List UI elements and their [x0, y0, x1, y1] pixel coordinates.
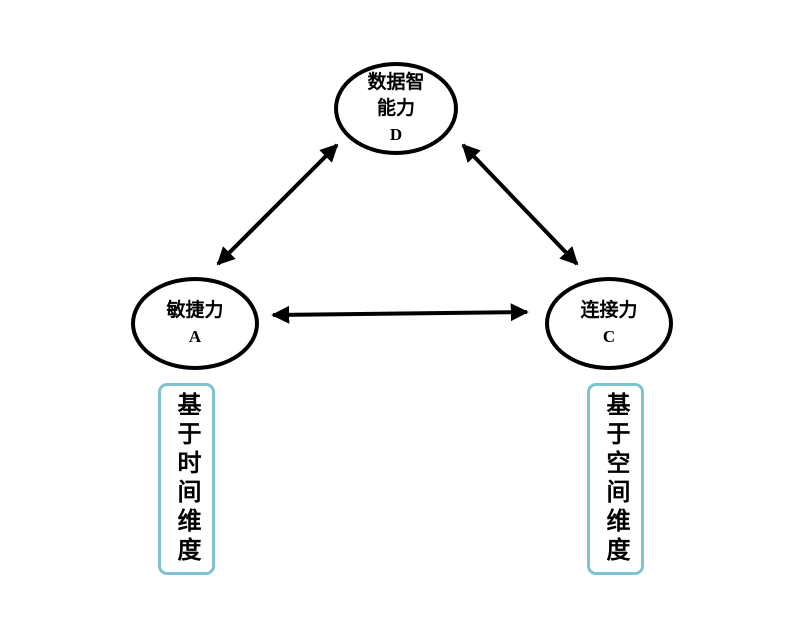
node-title-line: 能力 [376, 98, 415, 119]
node-agility: 敏捷力 A [131, 277, 259, 370]
node-title-line: 数据智 [367, 72, 425, 93]
dimension-box-space: 基于空间维度 [587, 383, 644, 575]
node-data-intelligence: 数据智 能力 D [334, 62, 458, 155]
node-connectivity: 连接力 C [545, 277, 673, 370]
node-letter: D [389, 125, 403, 144]
dimension-box-time: 基于时间维度 [158, 383, 215, 575]
dimension-label-space: 基于空间维度 [602, 392, 629, 566]
node-title-line: 连接力 [580, 300, 638, 321]
arrow-dataintelligence-connectivity [461, 143, 579, 266]
node-letter: C [602, 327, 616, 346]
node-title-line: 敏捷力 [166, 300, 224, 321]
arrow-agility-dataintelligence [216, 143, 339, 266]
dimension-label-time: 基于时间维度 [173, 392, 200, 566]
arrow-agility-connectivity [271, 303, 529, 324]
node-letter: A [188, 327, 202, 346]
